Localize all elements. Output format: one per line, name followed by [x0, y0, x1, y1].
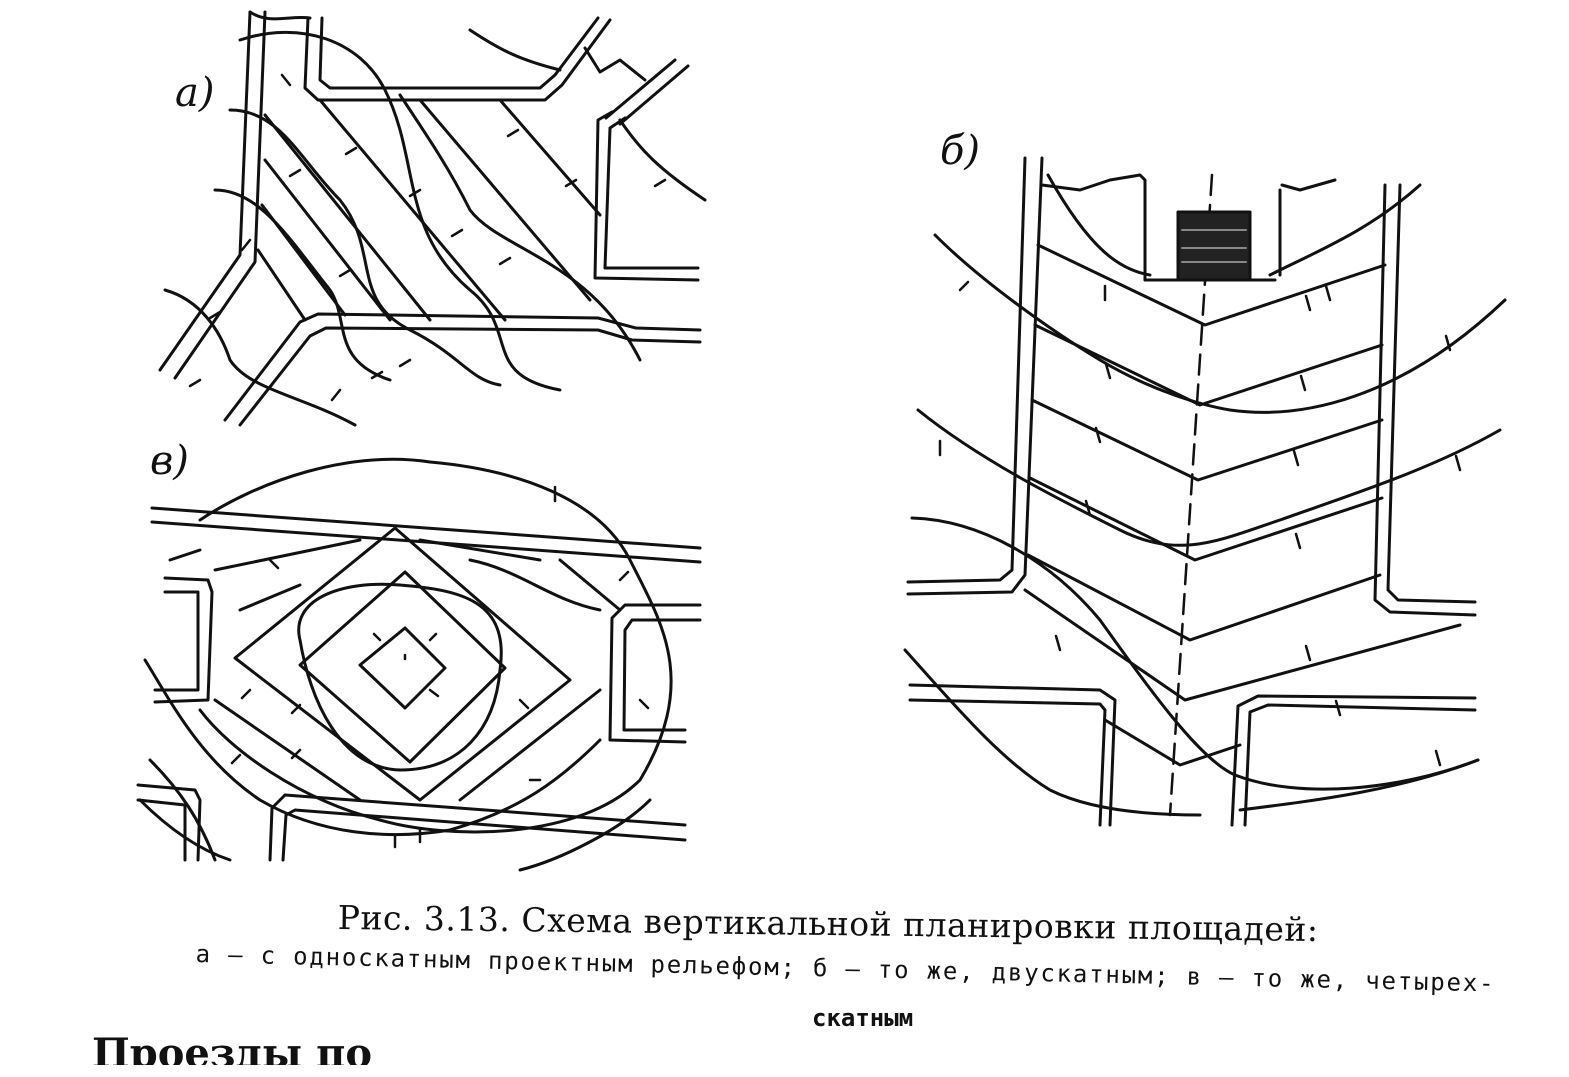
panel-a-contour: [213, 188, 392, 382]
panel-v-road: [136, 783, 202, 862]
panel-a-ticks: [188, 73, 667, 402]
panel-b-top: [1278, 178, 1337, 277]
panel-a-road: [603, 116, 700, 270]
panel-b-road: [1243, 703, 1477, 827]
panel-a-design-line: [418, 98, 592, 302]
panel-v-contour: [148, 758, 652, 872]
panel-b-chevron: [1030, 398, 1384, 482]
panel-b-chevron: [1023, 588, 1462, 702]
panel-b-contour: [1238, 758, 1480, 812]
panel-v-diamond: [233, 526, 572, 802]
body-text: Проезды по: [92, 1030, 373, 1077]
panel-b-ticks: [938, 280, 1462, 767]
panel-b-contour: [1268, 183, 1422, 277]
panel-b-road: [1386, 183, 1477, 604]
panel-v-scheme: [136, 457, 702, 872]
panel-b-contour: [910, 516, 1480, 791]
panel-b-ridge: [1168, 173, 1214, 817]
panel-label-b: б): [940, 128, 981, 174]
panel-a-contour: [238, 30, 562, 392]
panel-b-road: [906, 156, 1027, 584]
panel-v-road: [608, 603, 702, 744]
panel-a-contour: [163, 288, 357, 427]
panel-a-design-line: [263, 113, 432, 322]
panel-a-contour: [468, 28, 647, 82]
panel-v-road: [153, 576, 214, 704]
panel-a-contour: [248, 10, 312, 21]
panel-a-road: [173, 10, 267, 380]
panel-a-design-line: [263, 158, 392, 322]
panel-a-road: [318, 16, 600, 90]
panel-v-contour: [297, 582, 503, 772]
panel-v-road: [150, 506, 702, 550]
panel-a-road: [158, 10, 252, 372]
panel-v-contour: [198, 457, 673, 834]
panel-b-road: [1230, 694, 1477, 827]
panel-a-contour: [228, 108, 502, 387]
panel-a-design-line: [256, 248, 307, 322]
panel-b-road: [908, 683, 1117, 827]
panel-a-design-line: [318, 98, 507, 322]
panel-v-line: [213, 538, 622, 802]
panel-b-contour: [933, 233, 1507, 414]
panel-v-road: [136, 798, 187, 862]
panel-b-chevron: [1026, 553, 1382, 642]
panel-label-v: в): [150, 438, 189, 484]
panel-v-diamond: [358, 626, 447, 710]
panel-b-road: [906, 156, 1044, 596]
panel-b-building: [1176, 210, 1252, 282]
panel-a-road: [593, 110, 700, 282]
panel-b-scheme: [903, 156, 1507, 827]
panel-v-contour: [138, 558, 602, 862]
panel-b-chevron: [1103, 718, 1242, 767]
panel-b-top: [1040, 173, 1147, 282]
panel-b-building-hatch: [1181, 229, 1247, 263]
panel-v-line: [168, 538, 542, 612]
panel-a-road: [303, 16, 612, 102]
panel-b-chevron: [1036, 243, 1387, 327]
panel-a-scheme: [158, 10, 707, 427]
panel-v-road: [268, 793, 687, 862]
panel-v-road: [281, 808, 687, 862]
panel-a-road: [238, 326, 702, 427]
figure-caption-legend-cont: скатным: [812, 1004, 914, 1032]
panel-b-contour: [903, 648, 1202, 817]
panel-a-road: [604, 58, 677, 120]
panel-v-contour: [143, 658, 602, 837]
panel-v-road: [622, 618, 702, 732]
panel-v-ticks: [230, 485, 650, 849]
panel-b-contour: [1046, 173, 1152, 277]
panel-a-contour: [618, 118, 707, 202]
panel-b-road: [1373, 183, 1477, 617]
panel-a-road: [223, 312, 702, 422]
panel-b-chevron: [1028, 476, 1384, 562]
panel-b-road: [908, 698, 1107, 827]
panel-v-road: [153, 590, 200, 692]
panel-b-contour: [916, 408, 1502, 547]
panel-a-contour: [398, 93, 642, 362]
panel-a-road: [618, 64, 690, 126]
panel-b-chevron: [1033, 323, 1384, 407]
panel-label-a: а): [175, 70, 215, 116]
panel-v-diamond: [298, 570, 507, 764]
panel-a-design-line: [498, 98, 602, 217]
